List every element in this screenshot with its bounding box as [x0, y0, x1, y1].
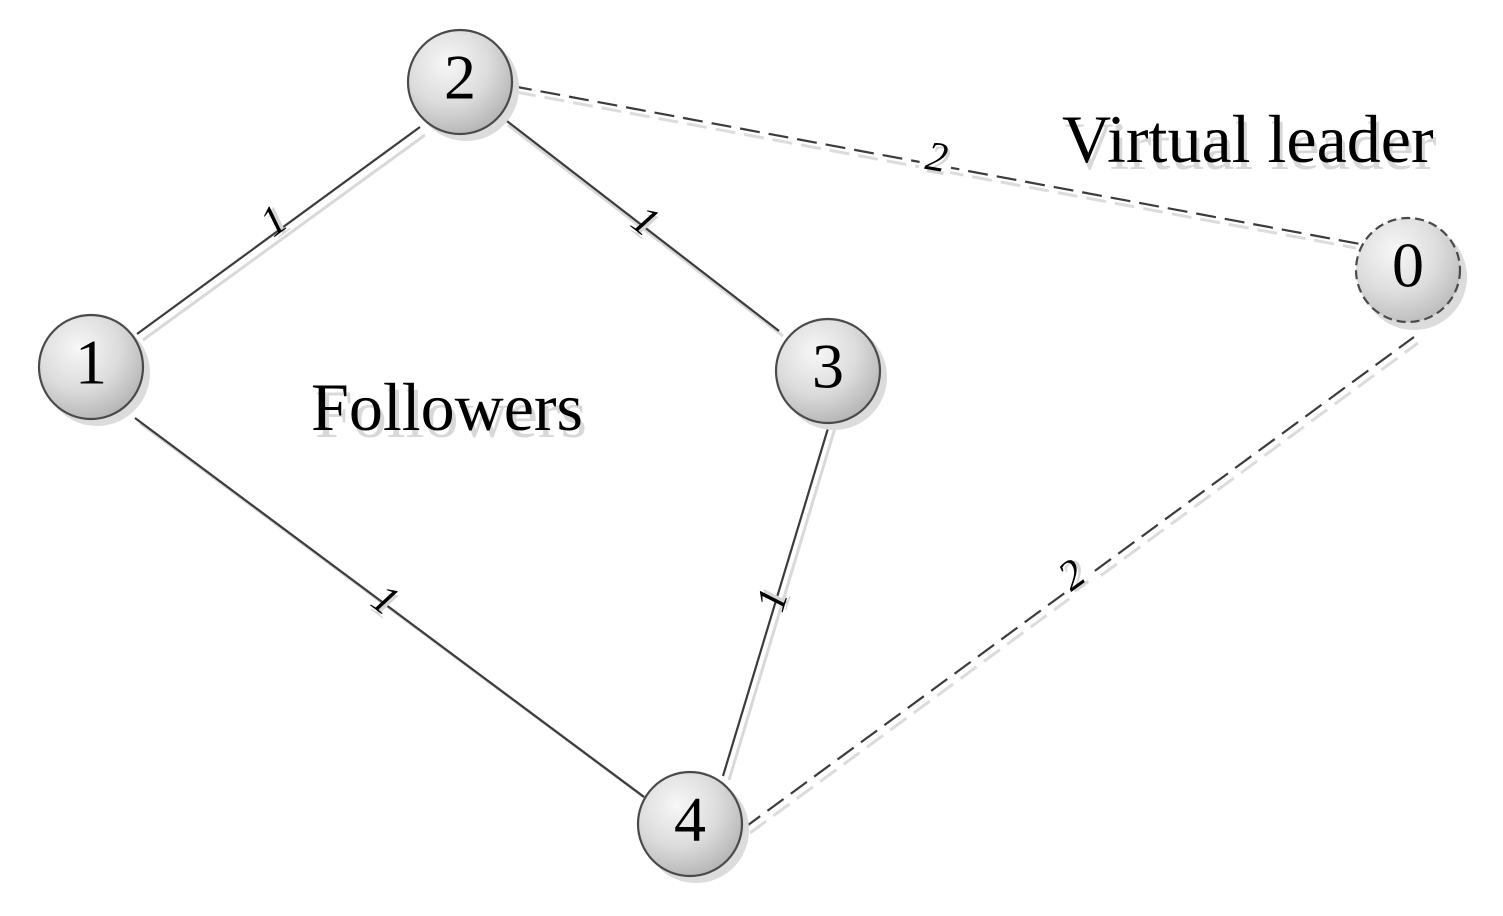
group-label-followers: Followers Followers [311, 369, 587, 452]
node-2: 2 [406, 28, 519, 141]
node-4: 4 [636, 770, 749, 883]
svg-text:Virtual leader: Virtual leader [1065, 108, 1437, 184]
weight-4-0: 2 2 [1046, 549, 1102, 607]
node-1: 1 [37, 313, 150, 426]
edge-shadow-3-4 [727, 427, 837, 781]
edge-shadows [139, 90, 1419, 835]
edge-shadow-2-3 [507, 123, 784, 338]
edge-shadow-2-0 [515, 90, 1357, 250]
edges [134, 84, 1415, 829]
node-1-label: 1 [75, 327, 107, 398]
node-0-virtual-leader: 0 [1354, 216, 1467, 330]
weight-2-1: 1 1 [252, 197, 300, 247]
svg-text:Virtual leader: Virtual leader [1062, 101, 1434, 177]
node-2-label: 2 [444, 42, 476, 113]
weight-2-0: 2 2 [916, 133, 956, 188]
weight-3-4: 1 1 [748, 581, 802, 617]
edge-shadow-2-1 [142, 133, 426, 342]
edge-2-3 [502, 117, 780, 332]
node-3: 3 [774, 317, 887, 430]
node-4-label: 4 [674, 784, 706, 855]
node-0-label: 0 [1392, 230, 1424, 301]
edge-2-1 [136, 126, 421, 335]
edge-3-4 [721, 424, 831, 777]
node-3-label: 3 [812, 331, 844, 402]
weight-1-4: 1 1 [363, 576, 408, 630]
group-label-virtual-leader: Virtual leader Virtual leader [1062, 101, 1437, 184]
edge-1-4 [134, 417, 645, 798]
svg-text:Followers: Followers [315, 376, 587, 452]
svg-text:Followers: Followers [311, 369, 583, 445]
